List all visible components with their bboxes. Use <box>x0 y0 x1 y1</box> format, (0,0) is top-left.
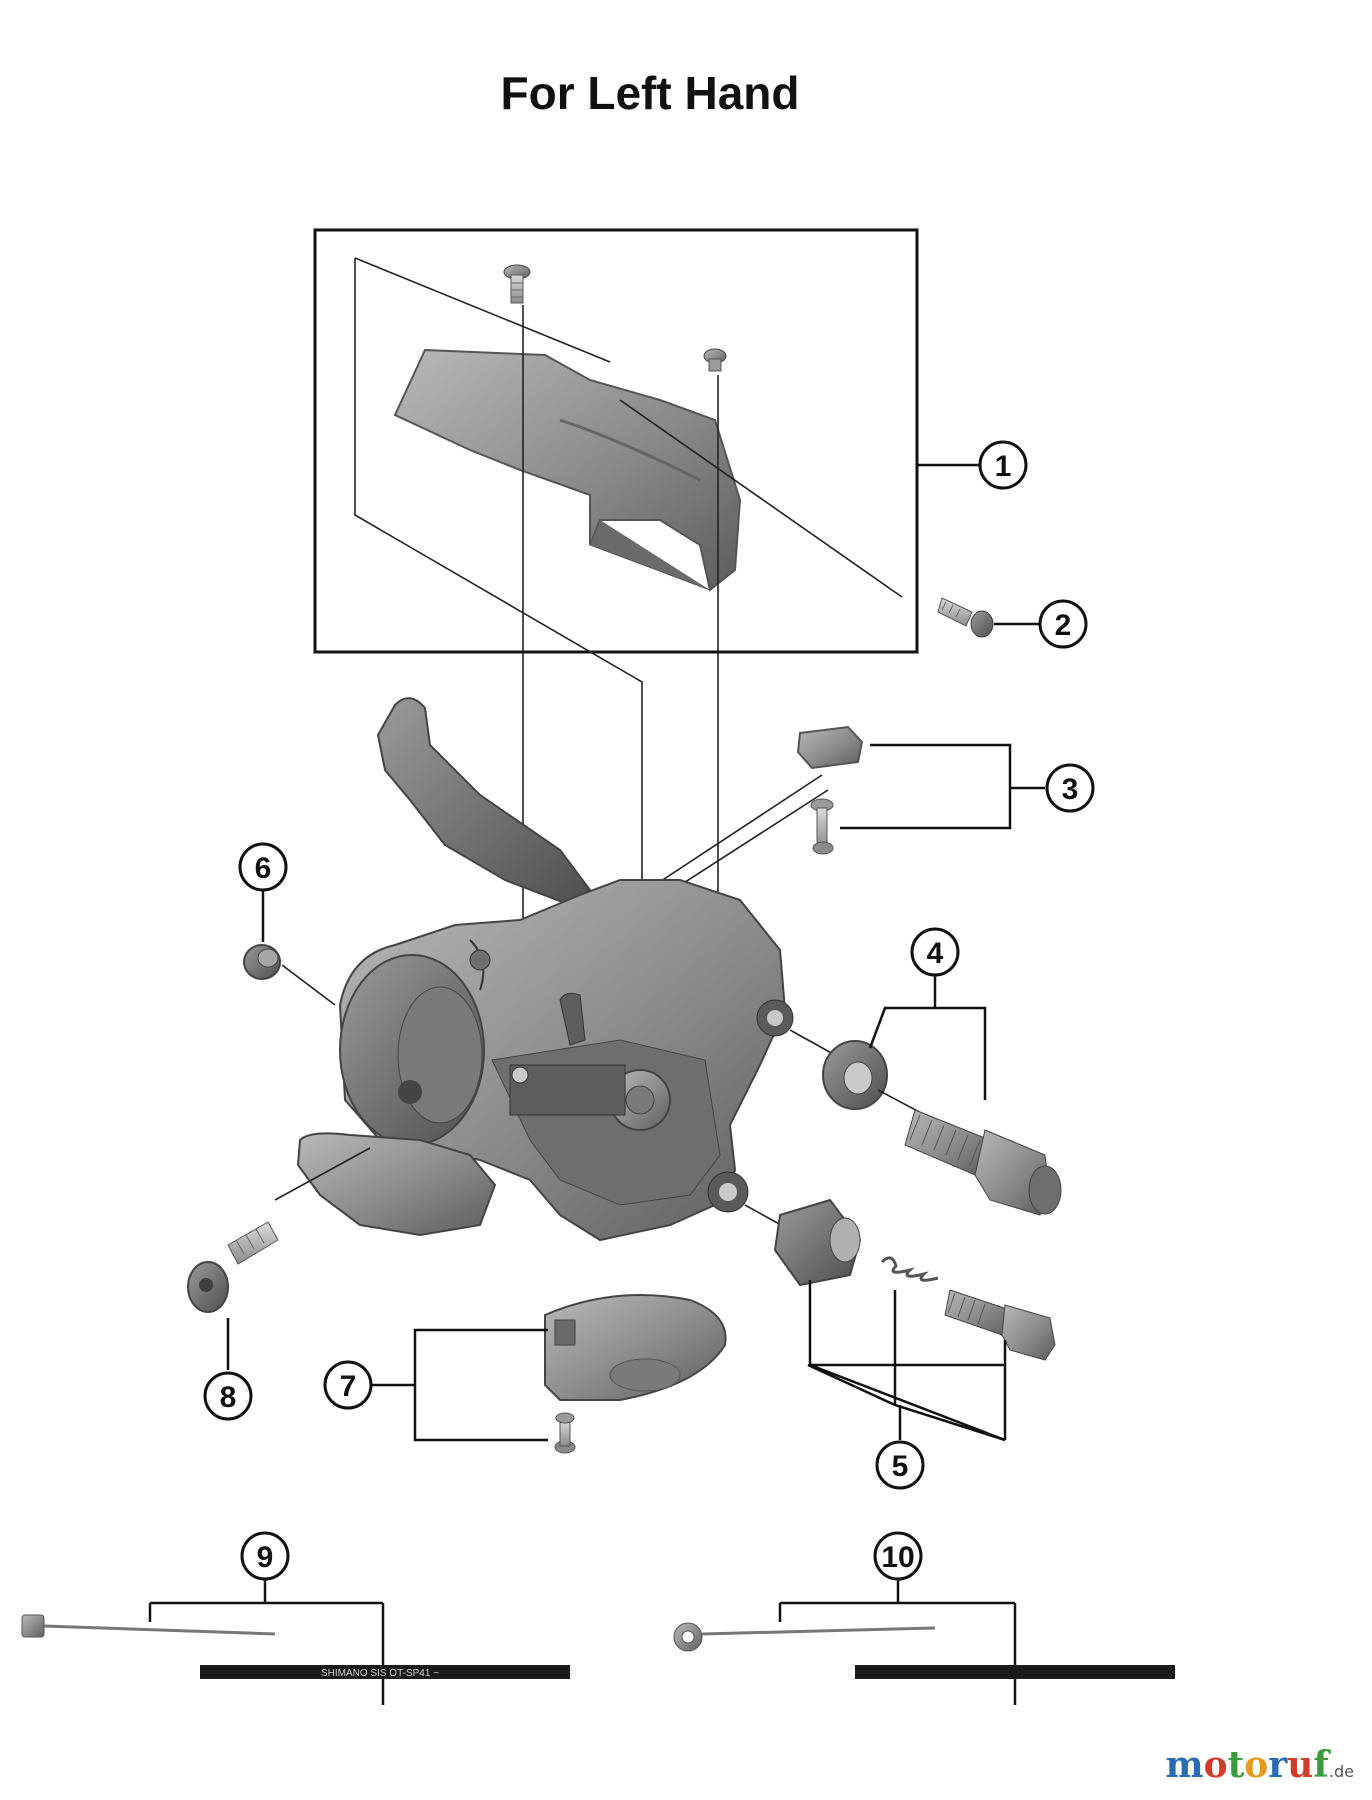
callout-6: 6 <box>238 842 288 892</box>
housing-print: SHIMANO SIS OT-SP41 ~ <box>321 1668 439 1679</box>
callout-9: 9 <box>240 1531 290 1581</box>
spring <box>880 1256 939 1282</box>
svg-text:8: 8 <box>220 1381 237 1414</box>
callout-3: 3 <box>1045 763 1095 813</box>
callout-1: 1 <box>978 440 1028 490</box>
svg-text:2: 2 <box>1055 609 1072 642</box>
svg-text:4: 4 <box>927 937 944 970</box>
part-1-guide-lines <box>354 257 903 1135</box>
callout-7: 7 <box>323 1360 373 1410</box>
svg-text:9: 9 <box>257 1541 274 1574</box>
svg-text:6: 6 <box>255 852 272 885</box>
page-title: For Left Hand <box>500 67 800 119</box>
part-6-plug: 6 <box>238 842 336 1006</box>
upper-lever <box>376 697 592 907</box>
lock-nut <box>822 1040 888 1110</box>
callout-10: 10 <box>873 1531 923 1581</box>
svg-text:5: 5 <box>892 1450 909 1483</box>
callout-5: 5 <box>875 1440 925 1490</box>
lower-lever <box>296 1132 497 1237</box>
shifter-body <box>296 697 794 1242</box>
adjuster-barrel <box>904 1109 1062 1216</box>
part-4-adjuster: 4 <box>789 927 1062 1216</box>
part-5-adjuster-set: 5 <box>744 1198 1056 1490</box>
part-10-cable-set: 10 <box>673 1531 1175 1705</box>
part-7-bottom-cover: 7 <box>323 1294 727 1454</box>
top-cover <box>393 348 742 592</box>
svg-text:7: 7 <box>340 1370 357 1403</box>
cable-housing-10 <box>855 1665 1175 1679</box>
motoruf-watermark: motoruf.de <box>1165 1744 1354 1786</box>
svg-text:3: 3 <box>1062 773 1079 806</box>
part-1-cover-group: 1 <box>313 228 1028 1135</box>
callout-8: 8 <box>203 1371 253 1421</box>
part-2-screw: 2 <box>937 597 1088 649</box>
callout-4: 4 <box>910 927 960 977</box>
inner-cable-10 <box>673 1622 936 1652</box>
part-9-cable-set: 9 SHIMANO SIS OT-SP41 ~ <box>21 1531 570 1705</box>
callout-2: 2 <box>1038 599 1088 649</box>
svg-text:1: 1 <box>995 450 1012 483</box>
part-8-fixing-bolt: 8 <box>187 1147 371 1421</box>
cable-housing-9: SHIMANO SIS OT-SP41 ~ <box>200 1665 570 1679</box>
inner-cable-9 <box>21 1614 276 1638</box>
cover-screw-small <box>703 348 727 372</box>
part-1-frame <box>313 228 919 654</box>
adjuster-nut <box>773 1198 862 1287</box>
adjuster-bolt <box>944 1289 1056 1361</box>
svg-text:10: 10 <box>881 1541 914 1574</box>
part-3-indicator: 3 <box>654 725 1095 896</box>
cover-screw-top <box>503 264 531 304</box>
